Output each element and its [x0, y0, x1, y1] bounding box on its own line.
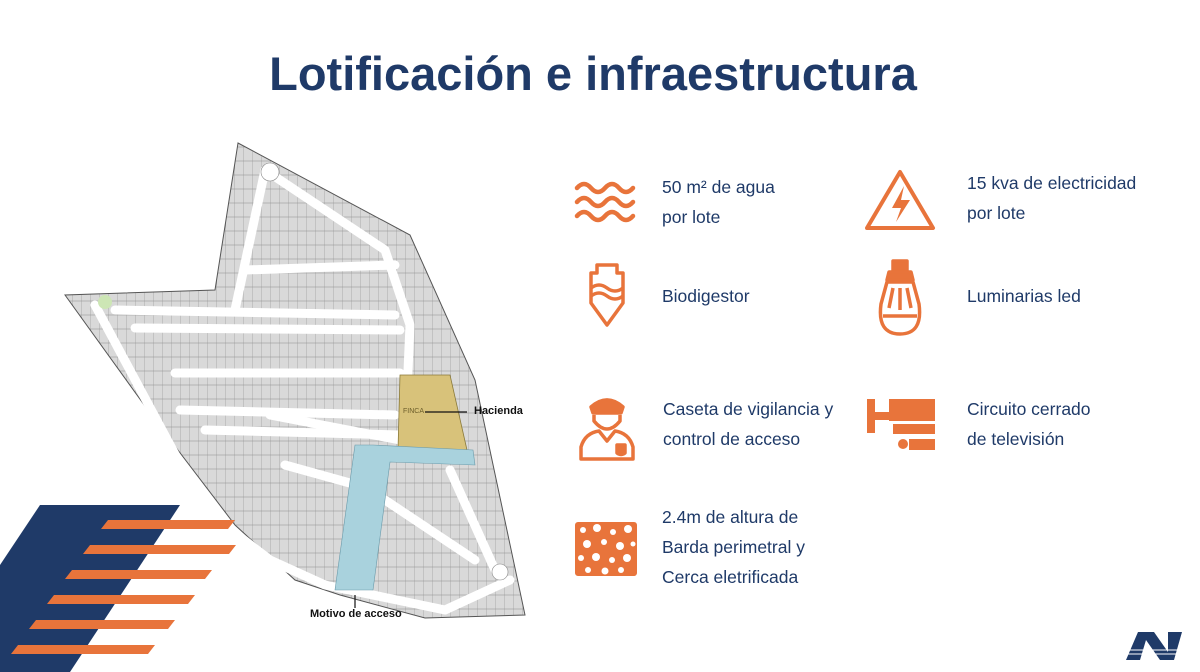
feature-led-line1: Luminarias led	[967, 286, 1081, 306]
feature-electricity-line2: por lote	[967, 203, 1026, 223]
access-label: Motivo de acceso	[310, 608, 402, 620]
decorative-stripes	[0, 505, 236, 672]
water-waves-icon	[574, 181, 636, 223]
stone-wall-icon	[575, 522, 637, 576]
led-bulb-icon	[878, 259, 922, 336]
feature-security-line1: Caseta de vigilancia y	[663, 399, 834, 419]
security-guard-icon	[579, 398, 635, 461]
cctv-camera-icon	[867, 399, 935, 450]
page-title: Lotificación e infraestructura	[269, 47, 917, 100]
feature-biodigester-line1: Biodigestor	[662, 286, 750, 306]
lot-area	[64, 142, 526, 619]
electricity-warning-icon	[865, 170, 935, 230]
company-logo	[1126, 632, 1182, 660]
feature-cctv-line1: Circuito cerrado	[967, 399, 1091, 419]
feature-wall-line2: Barda perimetral y	[662, 537, 805, 557]
access-road	[334, 444, 476, 591]
feature-wall-line3: Cerca eletrificada	[662, 567, 799, 587]
finca-label: FINCA	[403, 408, 424, 415]
feature-wall-line1: 2.4m de altura de	[662, 507, 799, 527]
feature-electricity-line1: 15 kva de electricidad	[967, 173, 1137, 193]
subdivision-plan: FINCA	[64, 142, 526, 619]
hacienda-label: Hacienda	[474, 405, 523, 417]
feature-security-line2: control de acceso	[663, 429, 801, 449]
feature-cctv-line2: de televisión	[967, 429, 1065, 449]
biodigester-tank-icon	[589, 263, 625, 327]
feature-water-line2: por lote	[662, 207, 721, 227]
feature-water-line1: 50 m² de agua	[662, 177, 775, 197]
